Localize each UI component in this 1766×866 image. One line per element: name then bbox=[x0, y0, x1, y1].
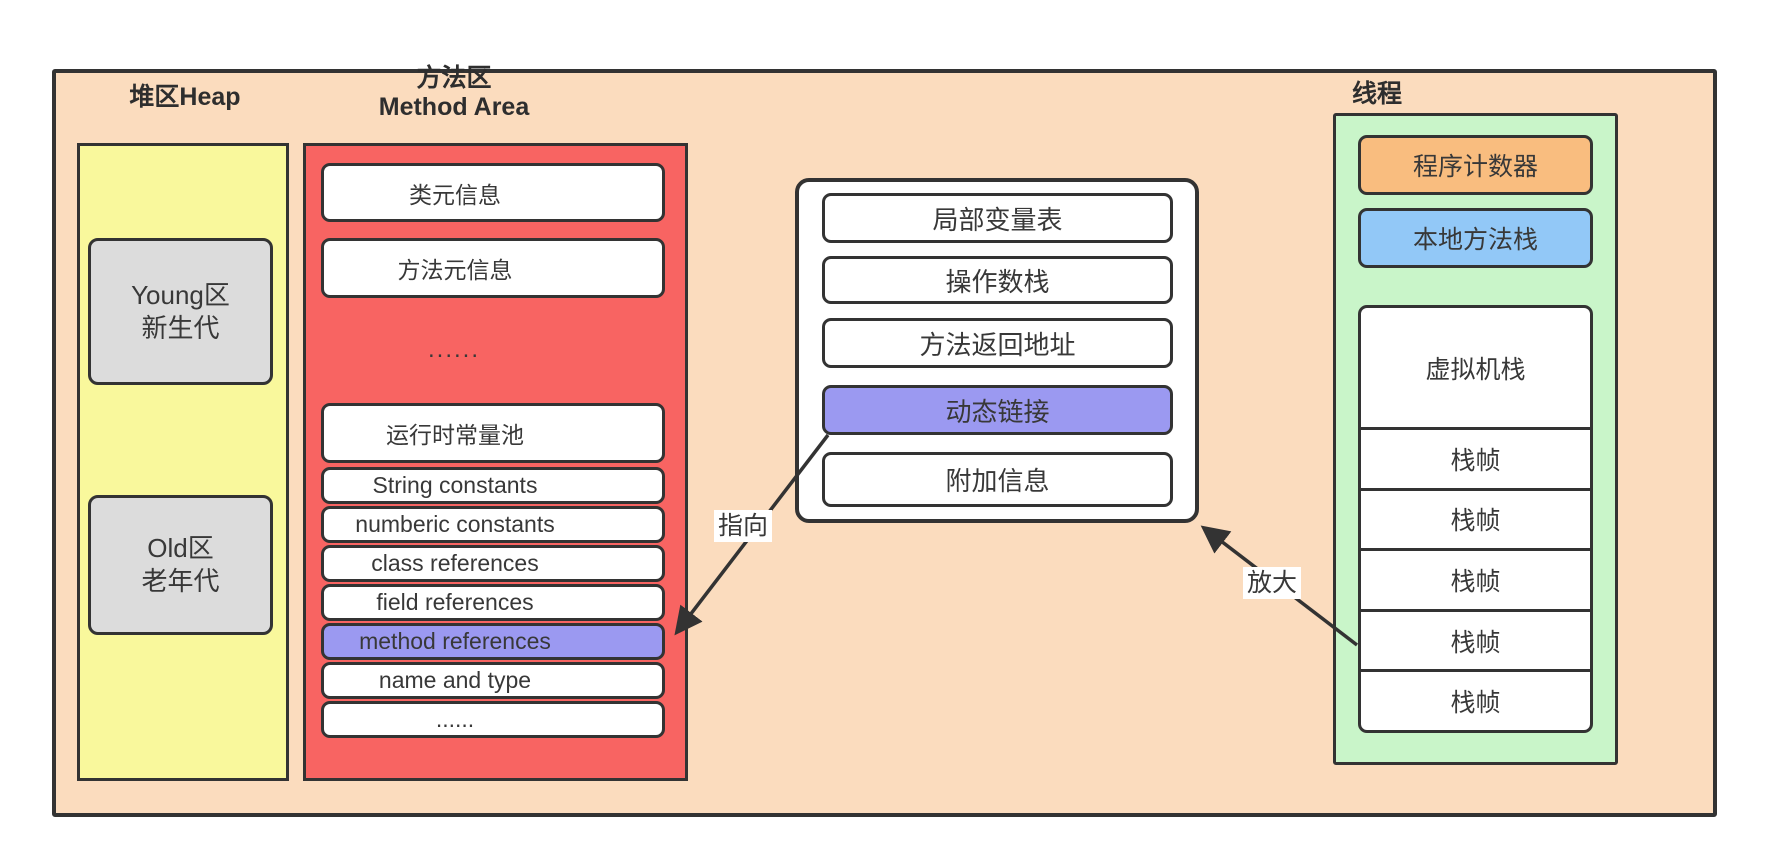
stack-frame-row: 栈帧 bbox=[1361, 548, 1590, 609]
native-method-stack-box: 本地方法栈 bbox=[1358, 208, 1593, 268]
operand-stack-box: 操作数栈 bbox=[822, 256, 1173, 304]
stack-frame-row: 栈帧 bbox=[1361, 669, 1590, 730]
thread-title: 线程 bbox=[1352, 80, 1403, 108]
pool-row-name-and-type: name and type bbox=[321, 662, 665, 699]
stack-frame-row: 栈帧 bbox=[1361, 427, 1590, 488]
method-return-address-box: 方法返回地址 bbox=[822, 318, 1173, 368]
old-generation-box: Old区 老年代 bbox=[88, 495, 273, 635]
zoom-in-label: 放大 bbox=[1243, 567, 1302, 599]
method-meta-info-box: 方法元信息 bbox=[321, 238, 665, 298]
pool-row-string-constants: String constants bbox=[321, 467, 665, 504]
pool-row-class-references: class references bbox=[321, 545, 665, 582]
pool-row-field-references: field references bbox=[321, 584, 665, 621]
method-area-title-cn: 方法区 bbox=[416, 64, 492, 92]
method-area-title: 方法区 Method Area bbox=[354, 64, 554, 122]
additional-info-box: 附加信息 bbox=[822, 452, 1173, 507]
point-to-label: 指向 bbox=[714, 510, 773, 542]
runtime-constant-pool-box: 运行时常量池 bbox=[321, 403, 665, 463]
dynamic-link-box: 动态链接 bbox=[822, 385, 1173, 435]
young-generation-box: Young区 新生代 bbox=[88, 238, 273, 385]
local-variable-table-box: 局部变量表 bbox=[822, 193, 1173, 243]
young-generation-label-line1: Young区 bbox=[131, 279, 230, 310]
vm-stack-box: 虚拟机栈 栈帧 栈帧 栈帧 栈帧 栈帧 bbox=[1358, 305, 1593, 733]
stack-frame-row: 栈帧 bbox=[1361, 608, 1590, 670]
young-generation-label-line2: 新生代 bbox=[141, 312, 220, 343]
stack-frame-row: 栈帧 bbox=[1361, 487, 1590, 549]
heap-title: 堆区Heap bbox=[129, 83, 241, 111]
pool-row-method-references: method references bbox=[321, 623, 665, 660]
vm-stack-label: 虚拟机栈 bbox=[1425, 355, 1526, 384]
method-area-title-en: Method Area bbox=[378, 93, 530, 121]
program-counter-box: 程序计数器 bbox=[1358, 135, 1593, 195]
pool-row-ellipsis: ...... bbox=[321, 701, 665, 738]
old-generation-label-line1: Old区 bbox=[147, 533, 214, 563]
method-area-ellipsis: ...... bbox=[427, 336, 480, 363]
old-generation-label-line2: 老年代 bbox=[141, 566, 220, 596]
class-meta-info-box: 类元信息 bbox=[321, 163, 665, 222]
pool-row-numberic-constants: numberic constants bbox=[321, 506, 665, 543]
